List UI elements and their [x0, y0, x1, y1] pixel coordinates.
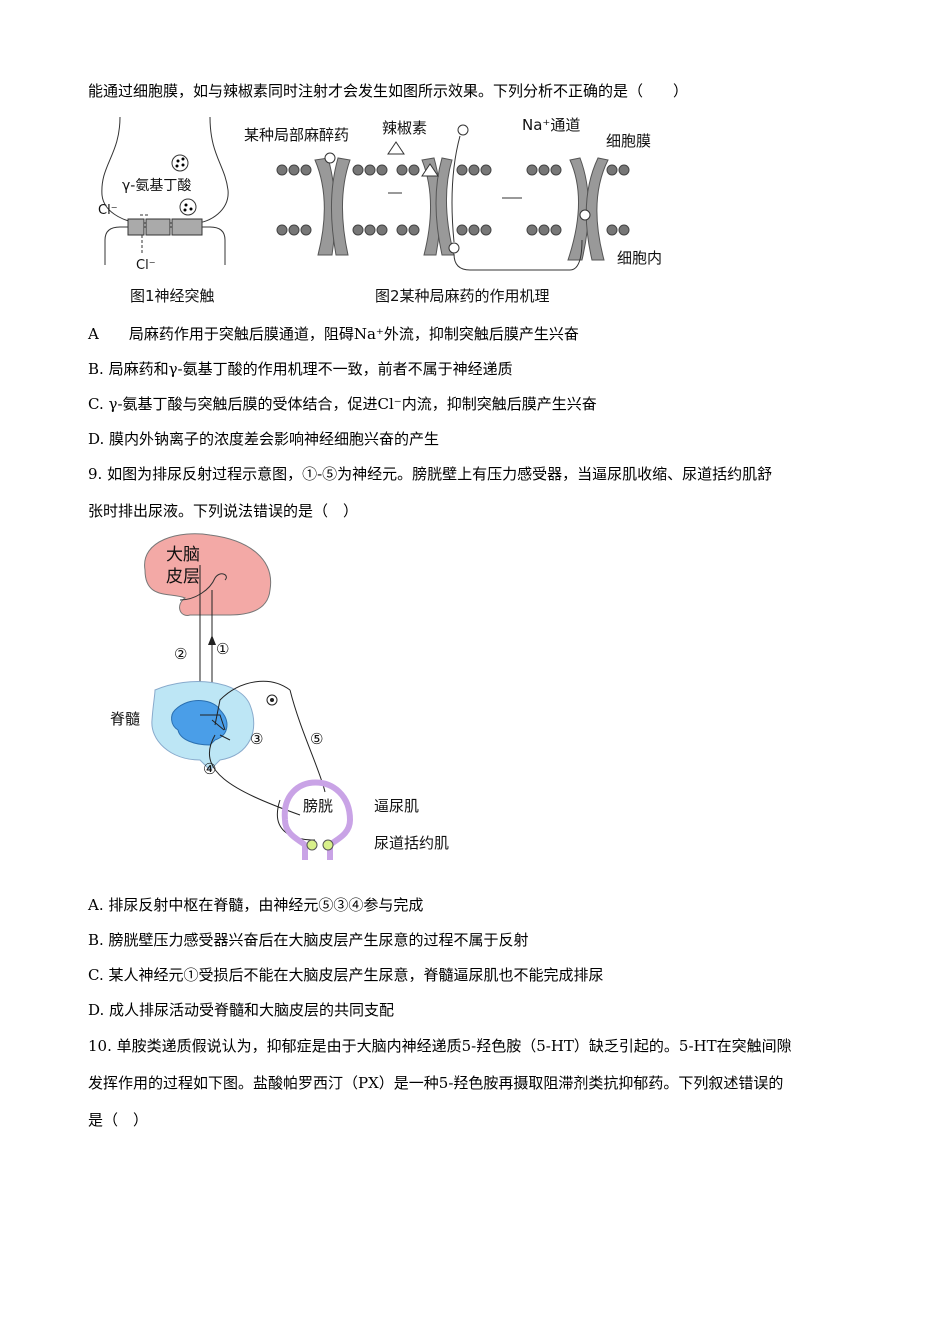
- cl-bottom-label: Cl⁻: [136, 258, 156, 273]
- gaba-label: γ-氨基丁酸: [122, 178, 192, 194]
- option-text: 局麻药作用于突触后膜通道，阻碍Na⁺外流，抑制突触后膜产生兴奋: [128, 325, 579, 343]
- option-text: 局麻药和γ-氨基丁酸的作用机理不一致，前者不属于神经递质: [108, 360, 513, 378]
- capsaicin-label: 辣椒素: [382, 119, 428, 137]
- figure2-caption: 图2某种局麻药的作用机理: [375, 287, 550, 305]
- neuron-3-label: ③: [250, 730, 264, 748]
- q9-stem-line1: 9. 如图为排尿反射过程示意图，①-⑤为神经元。膀胱壁上有压力感受器，当逼尿肌收…: [88, 465, 773, 483]
- cortex-label-1: 大脑: [166, 545, 200, 565]
- option-a[interactable]: A. 排尿反射中枢在脊髓，由神经元⑤③④参与完成: [88, 896, 424, 914]
- neuron-4-label: ④: [203, 760, 217, 778]
- membrane-label: 细胞膜: [606, 132, 652, 150]
- option-d[interactable]: D. 成人排尿活动受脊髓和大脑皮层的共同支配: [88, 1001, 395, 1019]
- option-b[interactable]: B. 局麻药和γ-氨基丁酸的作用机理不一致，前者不属于神经递质: [88, 360, 513, 378]
- neuron-1-label: ①: [216, 640, 230, 658]
- option-text: 膜内外钠离子的浓度差会影响神经细胞兴奋的产生: [109, 430, 440, 448]
- sphincter-label: 尿道括约肌: [374, 834, 450, 852]
- detrusor-label: 逼尿肌: [374, 797, 420, 815]
- option-label: C.: [88, 395, 104, 413]
- option-b[interactable]: B. 膀胱壁压力感受器兴奋后在大脑皮层产生尿意的过程不属于反射: [88, 931, 529, 949]
- spinal-cord-label: 脊髓: [110, 710, 141, 728]
- cortex-label-2: 皮层: [166, 567, 200, 587]
- q10-stem-line1: 10. 单胺类递质假说认为，抑郁症是由于大脑内神经递质5-羟色胺（5-HT）缺乏…: [88, 1037, 792, 1055]
- option-a[interactable]: A 局麻药作用于突触后膜通道，阻碍Na⁺外流，抑制突触后膜产生兴奋: [88, 325, 579, 343]
- option-d[interactable]: D. 膜内外钠离子的浓度差会影响神经细胞兴奋的产生: [88, 430, 439, 448]
- na-channel-label: Na⁺通道: [522, 116, 581, 134]
- neuron-5-label: ⑤: [310, 730, 324, 748]
- q8-stem: 能通过细胞膜，如与辣椒素同时注射才会发生如图所示效果。下列分析不正确的是（ ）: [88, 82, 689, 100]
- inside-label: 细胞内: [617, 249, 663, 267]
- option-c[interactable]: C. 某人神经元①受损后不能在大脑皮层产生尿意，脊髓逼尿肌也不能完成排尿: [88, 966, 604, 984]
- bladder-label: 膀胱: [303, 797, 334, 815]
- q9-stem-line2: 张时排出尿液。下列说法错误的是（ ）: [88, 502, 359, 520]
- q10-stem-line2: 发挥作用的过程如下图。盐酸帕罗西汀（PX）是一种5-羟色胺再摄取阻滞剂类抗抑郁药…: [88, 1074, 784, 1092]
- option-label: B.: [88, 360, 104, 378]
- option-text: γ-氨基丁酸与突触后膜的受体结合，促进Cl⁻内流，抑制突触后膜产生兴奋: [108, 395, 597, 413]
- neuron-2-label: ②: [174, 645, 188, 663]
- reflex-drawing: [144, 533, 354, 860]
- cl-top-label: Cl⁻: [98, 203, 118, 218]
- option-c[interactable]: C. γ-氨基丁酸与突触后膜的受体结合，促进Cl⁻内流，抑制突触后膜产生兴奋: [88, 395, 597, 413]
- synapse-drawing: [101, 116, 229, 265]
- membrane-drawing: [276, 124, 630, 271]
- option-label: D.: [88, 430, 105, 448]
- anesthetic-label: 某种局部麻醉药: [244, 126, 350, 144]
- option-label: A: [88, 325, 99, 343]
- q10-stem-line3: 是（ ）: [88, 1111, 149, 1129]
- figure1-caption: 图1神经突触: [130, 287, 215, 305]
